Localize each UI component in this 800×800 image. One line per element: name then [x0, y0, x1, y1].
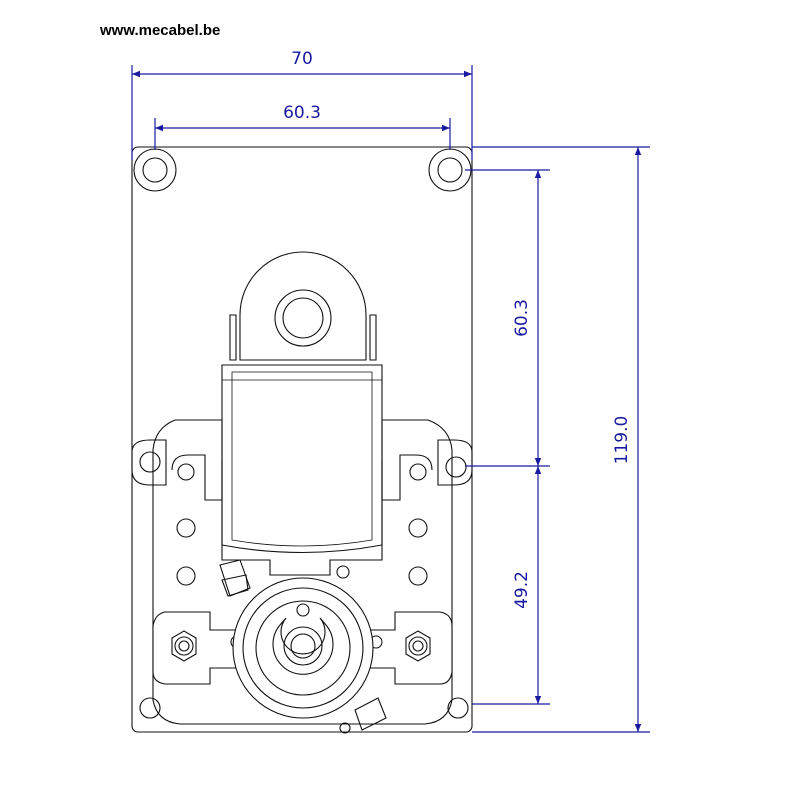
dimension-lines: 70 60.3 60.3 49.2 119.0	[131, 49, 650, 733]
dim-hole-spacing-horizontal-label: 60.3	[283, 103, 321, 123]
website-url: www.mecabel.be	[100, 22, 221, 39]
dim-hole-spacing-vertical-lower-label: 49.2	[512, 571, 532, 609]
dim-overall-height-label: 119.0	[612, 416, 632, 465]
motor-drawing	[131, 146, 473, 734]
stator-coil	[221, 364, 383, 554]
left-nut	[171, 630, 197, 662]
top-right-mount-hole	[428, 148, 472, 192]
upper-bearing	[239, 251, 367, 361]
output-gear	[232, 577, 374, 719]
top-left-mount-hole	[133, 148, 177, 192]
gearbox-housing	[131, 419, 473, 725]
dim-overall-width-label: 70	[291, 49, 313, 69]
cable-lug-top	[219, 559, 251, 597]
right-nut	[405, 630, 431, 662]
mounting-plate	[131, 146, 473, 733]
dim-hole-spacing-vertical-upper-label: 60.3	[512, 299, 532, 337]
cable-lug-bottom	[339, 697, 387, 734]
